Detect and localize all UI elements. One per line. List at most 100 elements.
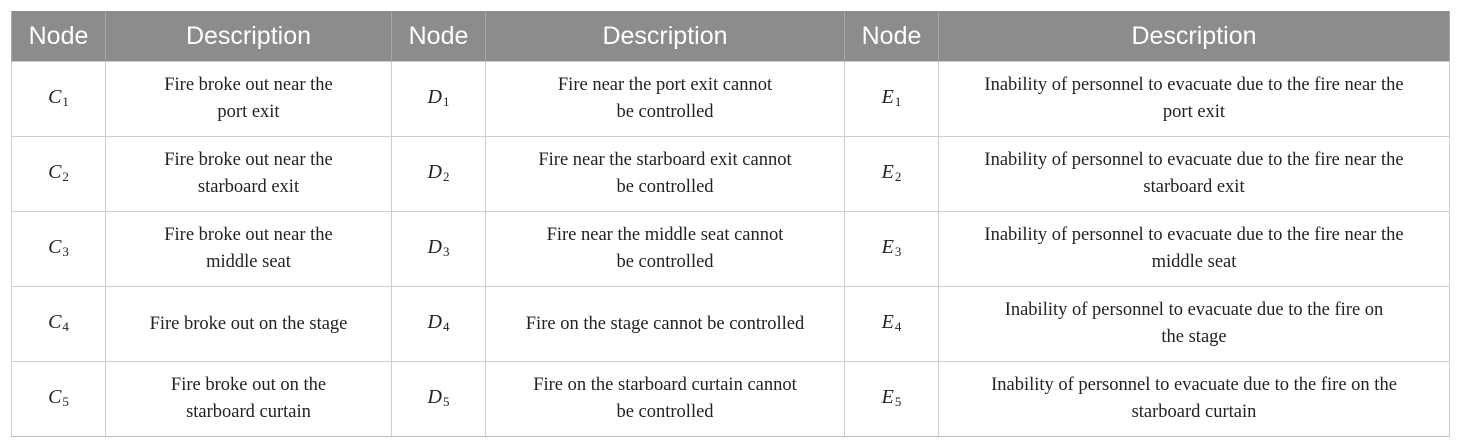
node-cell-d: D1 bbox=[391, 61, 486, 137]
node-cell-d: D3 bbox=[391, 211, 486, 287]
description-cell-e: Inability of personnel to evacuate due t… bbox=[938, 61, 1450, 137]
node-index: 2 bbox=[62, 168, 69, 184]
description-cell-c: Fire broke out near the starboard exit bbox=[105, 136, 392, 212]
node-index: 2 bbox=[442, 168, 450, 184]
description-cell-c: Fire broke out near the middle seat bbox=[105, 211, 392, 287]
description-cell-d: Fire near the middle seat cannot be contr… bbox=[485, 211, 845, 287]
node-index: 3 bbox=[442, 243, 450, 259]
description-line: Inability of personnel to evacuate due t… bbox=[984, 75, 1404, 95]
description-line: starboard curtain bbox=[186, 402, 311, 422]
table-header-row: Node Description Node Description Node D… bbox=[11, 11, 1450, 62]
node-index: 2 bbox=[894, 168, 902, 184]
node-index: 1 bbox=[894, 93, 902, 109]
node-letter: D bbox=[427, 160, 442, 183]
header-description-d: Description bbox=[485, 11, 845, 62]
node-letter: C bbox=[48, 85, 62, 108]
node-letter: C bbox=[48, 310, 62, 333]
description-cell-d: Fire near the starboard exit cannot be co… bbox=[485, 136, 845, 212]
description-line: be controlled bbox=[616, 177, 714, 197]
node-letter: C bbox=[48, 235, 62, 258]
description-line: Inability of personnel to evacuate due t… bbox=[984, 225, 1404, 245]
node-letter: C bbox=[48, 385, 62, 408]
node-index: 4 bbox=[62, 318, 69, 334]
description-line: Fire near the starboard exit cannot bbox=[538, 150, 792, 170]
node-index: 4 bbox=[894, 318, 902, 334]
description-line: Inability of personnel to evacuate due t… bbox=[1004, 300, 1384, 320]
node-cell-e: E3 bbox=[844, 211, 939, 287]
node-cell-c: C1 bbox=[11, 61, 106, 137]
node-index: 5 bbox=[442, 393, 450, 409]
node-index: 5 bbox=[894, 393, 902, 409]
node-cell-c: C3 bbox=[11, 211, 106, 287]
description-line: Fire near the middle seat cannot bbox=[546, 225, 784, 245]
node-index: 1 bbox=[62, 93, 69, 109]
description-line: be controlled bbox=[616, 102, 714, 122]
node-letter: D bbox=[427, 85, 442, 108]
description-line: the stage bbox=[1161, 327, 1227, 347]
header-description-e: Description bbox=[938, 11, 1450, 62]
description-cell-d: Fire near the port exit cannot be control… bbox=[485, 61, 845, 137]
description-line: middle seat bbox=[1151, 252, 1237, 272]
description-cell-e: Inability of personnel to evacuate due t… bbox=[938, 361, 1450, 437]
node-cell-c: C5 bbox=[11, 361, 106, 437]
node-cell-c: C4 bbox=[11, 286, 106, 362]
description-line: Fire on the starboard curtain cannot bbox=[533, 375, 797, 395]
description-line: be controlled bbox=[616, 252, 714, 272]
node-letter: D bbox=[427, 235, 442, 258]
description-line: Fire on the stage cannot be controlled bbox=[525, 313, 805, 334]
node-index: 5 bbox=[62, 393, 69, 409]
node-cell-d: D5 bbox=[391, 361, 486, 437]
node-letter: E bbox=[881, 85, 894, 108]
node-letter: D bbox=[427, 310, 442, 333]
description-cell-e: Inability of personnel to evacuate due t… bbox=[938, 211, 1450, 287]
description-line: starboard exit bbox=[197, 177, 300, 197]
description-line: Fire broke out near the bbox=[164, 150, 333, 170]
node-cell-e: E5 bbox=[844, 361, 939, 437]
node-letter: E bbox=[881, 235, 894, 258]
header-node-d: Node bbox=[391, 11, 486, 62]
description-cell-d: Fire on the stage cannot be controlled bbox=[485, 286, 845, 362]
description-line: port exit bbox=[217, 102, 280, 122]
description-cell-e: Inability of personnel to evacuate due t… bbox=[938, 136, 1450, 212]
node-cell-d: D4 bbox=[391, 286, 486, 362]
node-cell-e: E1 bbox=[844, 61, 939, 137]
node-index: 4 bbox=[442, 318, 450, 334]
node-cell-e: E2 bbox=[844, 136, 939, 212]
node-letter: D bbox=[427, 385, 442, 408]
node-letter: E bbox=[881, 160, 894, 183]
description-line: Inability of personnel to evacuate due t… bbox=[984, 150, 1404, 170]
description-cell-e: Inability of personnel to evacuate due t… bbox=[938, 286, 1450, 362]
description-line: starboard curtain bbox=[1131, 402, 1257, 422]
description-line: starboard exit bbox=[1143, 177, 1245, 197]
node-letter: E bbox=[881, 310, 894, 333]
description-line: port exit bbox=[1162, 102, 1226, 122]
description-line: middle seat bbox=[206, 252, 291, 272]
description-line: Fire near the port exit cannot bbox=[557, 75, 773, 95]
node-description-table: Node Description Node Description Node D… bbox=[11, 11, 1450, 437]
description-line: Fire broke out near the bbox=[164, 225, 333, 245]
node-cell-d: D2 bbox=[391, 136, 486, 212]
description-line: be controlled bbox=[616, 402, 714, 422]
description-cell-c: Fire broke out on the stage bbox=[105, 286, 392, 362]
node-index: 1 bbox=[442, 93, 450, 109]
description-line: Fire broke out on the stage bbox=[149, 313, 348, 334]
node-cell-c: C2 bbox=[11, 136, 106, 212]
node-letter: E bbox=[881, 385, 894, 408]
description-line: Fire broke out on the bbox=[170, 375, 327, 395]
node-index: 3 bbox=[62, 243, 69, 259]
node-letter: C bbox=[48, 160, 62, 183]
header-node-c: Node bbox=[11, 11, 106, 62]
description-line: Fire broke out near the bbox=[164, 75, 333, 95]
description-line: Inability of personnel to evacuate due t… bbox=[991, 375, 1397, 395]
header-node-e: Node bbox=[844, 11, 939, 62]
header-description-c: Description bbox=[105, 11, 392, 62]
node-description-table-container: Node Description Node Description Node D… bbox=[11, 11, 1450, 437]
description-cell-d: Fire on the starboard curtain cannot be c… bbox=[485, 361, 845, 437]
node-index: 3 bbox=[894, 243, 902, 259]
